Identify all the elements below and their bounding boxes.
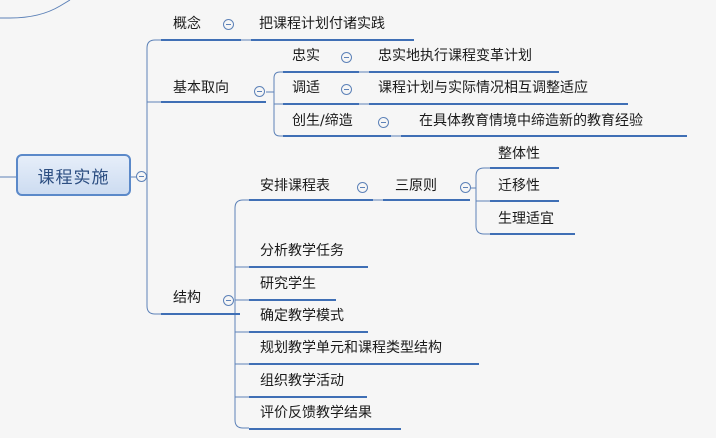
principles-node[interactable]: 三原则 (395, 178, 437, 194)
structure-step[interactable]: 评价反馈教学结果 (260, 405, 372, 421)
root-node[interactable]: 课程实施 (16, 154, 131, 196)
orientation-item-adaptive[interactable]: 调适 (292, 80, 320, 96)
collapse-structure-icon[interactable] (223, 295, 234, 306)
collapse-root-icon[interactable] (136, 171, 147, 182)
orientation-detail-enactment[interactable]: 在具体教育情境中缔造新的教育经验 (419, 113, 643, 129)
collapse-schedule-icon[interactable] (357, 182, 368, 193)
principle-item[interactable]: 生理适宜 (498, 211, 554, 227)
schedule-node[interactable]: 安排课程表 (260, 178, 330, 194)
collapse-adaptive-icon[interactable] (341, 84, 352, 95)
concept-node[interactable]: 概念 (173, 16, 201, 32)
collapse-principles-icon[interactable] (460, 182, 471, 193)
structure-step[interactable]: 研究学生 (260, 276, 316, 292)
orientation-item-enactment[interactable]: 创生/缔造 (292, 113, 353, 129)
root-label: 课程实施 (37, 167, 110, 188)
collapse-enactment-icon[interactable] (378, 117, 389, 128)
orientation-detail-adaptive[interactable]: 课程计划与实际情况相互调整适应 (378, 80, 588, 96)
structure-node[interactable]: 结构 (173, 290, 201, 306)
structure-step[interactable]: 确定教学模式 (260, 308, 344, 324)
structure-step[interactable]: 规划教学单元和课程类型结构 (260, 340, 442, 356)
principle-item[interactable]: 迁移性 (498, 178, 540, 194)
collapse-orientation-icon[interactable] (254, 86, 265, 97)
concept-detail[interactable]: 把课程计划付诸实践 (259, 16, 385, 32)
orientation-detail-faithful[interactable]: 忠实地执行课程变革计划 (378, 48, 532, 64)
structure-step[interactable]: 分析教学任务 (260, 243, 344, 259)
collapse-faithful-icon[interactable] (341, 52, 352, 63)
structure-step[interactable]: 组织教学活动 (260, 373, 344, 389)
orientation-item-faithful[interactable]: 忠实 (292, 48, 320, 64)
principle-item[interactable]: 整体性 (498, 146, 540, 162)
collapse-concept-icon[interactable] (223, 19, 234, 30)
orientation-node[interactable]: 基本取向 (173, 80, 229, 96)
